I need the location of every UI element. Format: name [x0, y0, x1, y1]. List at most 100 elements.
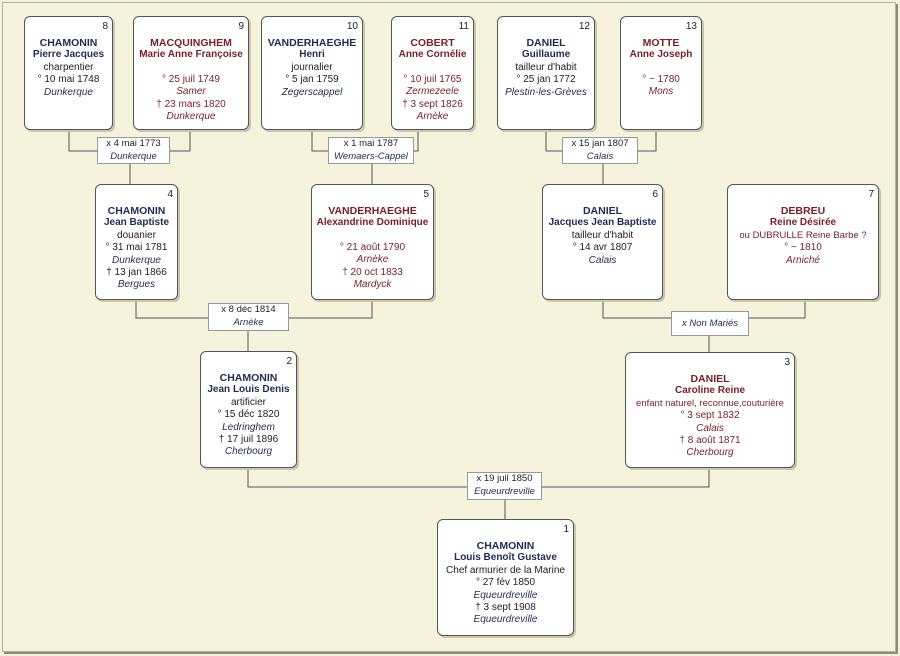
firstname: Pierre Jacques [32, 49, 105, 61]
person-13[interactable]: 13 MOTTE Anne Joseph ° ~ 1780 Mons [620, 16, 702, 130]
birth-place: Plestin-les-Grèves [505, 86, 587, 98]
occupation: enfant naturel, reconnue,couturière [636, 397, 784, 409]
death-date: † 17 juil 1896 [218, 434, 279, 446]
birth-date: ° 10 juil 1765 [403, 73, 462, 85]
person-number: 5 [423, 189, 429, 200]
surname: VANDERHAEGHE [267, 37, 357, 49]
person-number: 2 [286, 356, 292, 367]
death-place: Cherbourg [686, 447, 734, 459]
person-5[interactable]: 5 VANDERHAEGHE Alexandrine Dominique ° 2… [311, 184, 434, 300]
marriage-date: x 1 mai 1787 [343, 138, 399, 149]
death-date: † 13 jan 1866 [106, 267, 167, 279]
firstname: Anne Cornélie [398, 49, 467, 61]
occupation: artificier [230, 396, 266, 408]
marriage-6-7: x Non Mariés [671, 311, 749, 336]
surname: DANIEL [690, 373, 730, 385]
person-number: 8 [102, 21, 108, 32]
person-4[interactable]: 4 CHAMONIN Jean Baptiste douanier ° 31 m… [95, 184, 178, 300]
birth-place: Arniché [786, 254, 820, 266]
person-9[interactable]: 9 MACQUINGHEM Marie Anne Françoise ° 25 … [133, 16, 249, 130]
marriage-place: x Non Mariés [682, 318, 738, 329]
death-place: Cherbourg [224, 446, 273, 458]
birth-date: ° 14 avr 1807 [572, 242, 633, 254]
birth-date: ° ~ 1810 [784, 242, 822, 254]
birth-date: ° 10 mai 1748 [37, 74, 100, 86]
birth-place: Mons [648, 86, 674, 98]
person-11[interactable]: 11 COBERT Anne Cornélie ° 10 juil 1765 Z… [391, 16, 474, 130]
firstname: Alexandrine Dominique [316, 217, 429, 229]
birth-date: ° 27 fév 1850 [475, 577, 536, 589]
occupation: douanier [117, 229, 156, 241]
person-number: 10 [346, 21, 358, 32]
person-1[interactable]: 1 CHAMONIN Louis Benoît Gustave Chef arm… [437, 519, 574, 636]
occupation: charpentier [43, 61, 94, 73]
marriage-date: x 15 jan 1807 [571, 138, 629, 149]
birth-place: Samer [176, 86, 206, 98]
occupation: journalier [291, 61, 333, 73]
surname: MACQUINGHEM [150, 37, 232, 49]
person-3[interactable]: 3 DANIEL Caroline Reine enfant naturel, … [625, 352, 795, 468]
marriage-place: Arnèke [233, 316, 264, 328]
person-2[interactable]: 2 CHAMONIN Jean Louis Denis artificier °… [200, 351, 297, 468]
death-date: † 8 août 1871 [679, 435, 741, 447]
marriage-10-11: x 1 mai 1787 Wemaers-Cappel [328, 137, 414, 164]
birth-place: Dunkerque [44, 86, 93, 98]
person-6[interactable]: 6 DANIEL Jacques Jean Baptiste tailleur … [542, 184, 663, 300]
firstname: Guillaume [521, 49, 571, 61]
death-date: † 23 mars 1820 [156, 98, 226, 110]
surname: VANDERHAEGHE [328, 205, 417, 217]
birth-place: Dunkerque [112, 254, 161, 266]
person-number: 3 [784, 357, 790, 368]
death-place: Mardyck [353, 279, 392, 291]
firstname: Jean Baptiste [103, 217, 170, 229]
person-number: 1 [563, 524, 569, 535]
person-7[interactable]: 7 DEBREU Reine Désirée ou DUBRULLE Reine… [727, 184, 879, 300]
death-place: Equeurdreville [473, 614, 538, 626]
surname: COBERT [410, 37, 455, 49]
death-place: Bergues [117, 279, 156, 291]
person-number: 4 [167, 189, 173, 200]
marriage-date: x 4 mai 1773 [106, 138, 161, 149]
birth-place: Calais [696, 422, 724, 434]
surname: CHAMONIN [107, 205, 166, 217]
person-number: 7 [868, 189, 874, 200]
birth-date: ° 5 jan 1759 [285, 74, 339, 86]
marriage-2-3: x 19 juil 1850 Equeurdreville [467, 472, 542, 500]
birth-date: ° 15 déc 1820 [217, 409, 280, 421]
marriage-place: Wemaers-Cappel [334, 150, 408, 162]
person-12[interactable]: 12 DANIEL Guillaume tailleur d'habit ° 2… [497, 16, 595, 130]
death-place: Arnèke [416, 111, 449, 123]
person-number: 12 [578, 21, 590, 32]
occupation: Chef armurier de la Marine [446, 564, 565, 576]
person-10[interactable]: 10 VANDERHAEGHE Henri journalier ° 5 jan… [261, 16, 363, 130]
birth-place: Arnèke [356, 254, 389, 266]
death-date: † 3 sept 1908 [475, 602, 536, 614]
surname: CHAMONIN [476, 540, 535, 552]
occupation: tailleur d'habit [571, 229, 634, 241]
occupation: tailleur d'habit [515, 61, 577, 73]
birth-date: ° 25 juil 1749 [162, 73, 220, 85]
person-number: 6 [652, 189, 658, 200]
person-number: 11 [458, 21, 469, 32]
birth-date: ° 31 mai 1781 [105, 242, 168, 254]
firstname: Louis Benoît Gustave [454, 552, 557, 564]
person-number: 13 [685, 21, 697, 32]
birth-date: ° 3 sept 1832 [680, 410, 740, 422]
birth-place: Zegerscappel [281, 86, 343, 98]
birth-date: ° 21 août 1790 [339, 241, 406, 253]
surname: MOTTE [642, 37, 680, 49]
person-8[interactable]: 8 CHAMONIN Pierre Jacques charpentier ° … [24, 16, 113, 130]
marriage-place: Dunkerque [110, 150, 157, 162]
surname: DANIEL [582, 205, 623, 217]
firstname: Anne Joseph [629, 49, 693, 61]
surname: DEBREU [780, 205, 826, 217]
birth-date: ° ~ 1780 [642, 73, 680, 85]
birth-date: ° 25 jan 1772 [516, 74, 576, 86]
death-date: † 20 oct 1833 [342, 266, 403, 278]
alias: ou DUBRULLE Reine Barbe ? [739, 229, 867, 241]
firstname: Jean Louis Denis [207, 384, 290, 396]
marriage-8-9: x 4 mai 1773 Dunkerque [97, 137, 170, 164]
firstname: Reine Désirée [769, 217, 837, 229]
birth-place: Calais [588, 254, 617, 266]
death-date: † 3 sept 1826 [402, 98, 463, 110]
